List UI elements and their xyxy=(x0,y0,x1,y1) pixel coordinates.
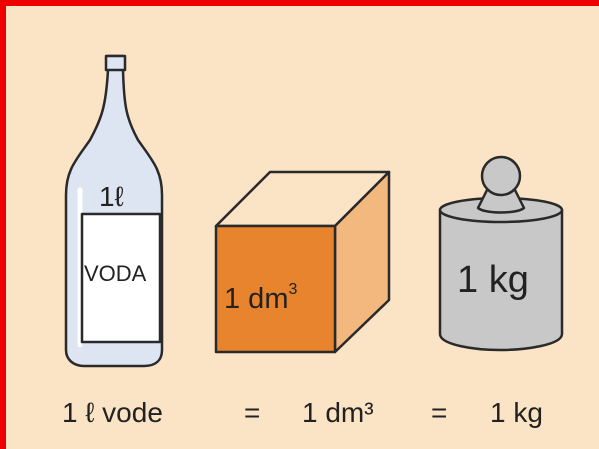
equation-equals-2: = xyxy=(431,397,448,428)
weight-body xyxy=(438,208,564,352)
equation-part-liter: 1 ℓ vode xyxy=(62,397,163,428)
bottle-label-text: VODA xyxy=(84,261,147,286)
bottle-volume-label: 1ℓ xyxy=(99,181,124,212)
bottle-cap xyxy=(104,54,127,72)
cube xyxy=(214,170,391,354)
cube-front-face xyxy=(214,224,337,354)
bottle-label-box xyxy=(80,212,162,344)
water-bottle xyxy=(64,54,164,368)
weight-knob xyxy=(480,155,522,197)
equation-equals-1: = xyxy=(244,397,261,428)
weight-label: 1 kg xyxy=(457,259,529,301)
cube-volume-value: 1 dm xyxy=(224,283,289,315)
kilogram-weight xyxy=(438,155,564,352)
cube-volume-exponent: 3 xyxy=(288,281,298,298)
equation: 1 ℓ vode = 1 dm³ = 1 kg xyxy=(0,399,599,439)
weight-neck xyxy=(476,186,526,214)
equation-part-kg: 1 kg xyxy=(490,397,543,428)
equation-part-dm3: 1 dm³ xyxy=(302,397,374,428)
cube-volume-label: 1 dm3 xyxy=(224,282,297,314)
